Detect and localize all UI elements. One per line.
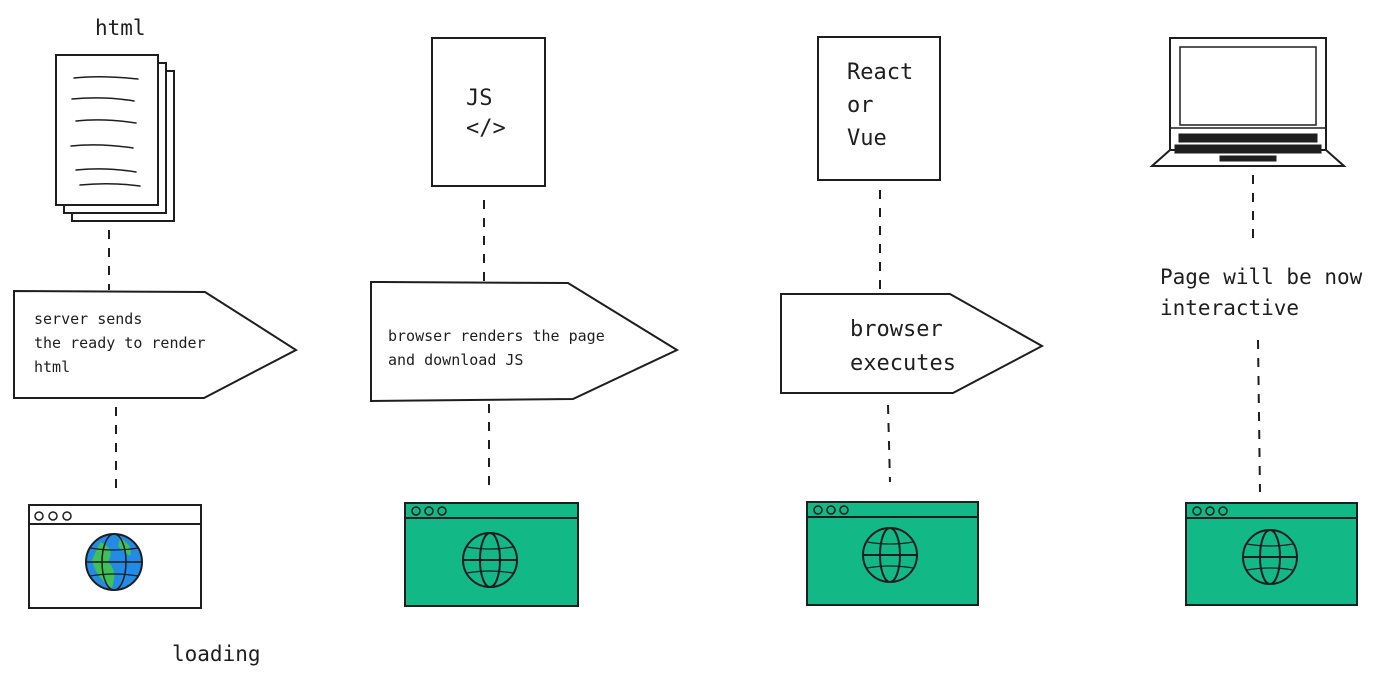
server-sends-label: server sends the ready to render html <box>34 310 206 376</box>
step-arrow-browser-renders <box>370 280 680 403</box>
browser-renders-label: browser renders the page and download JS <box>388 327 605 369</box>
globe-icon <box>862 527 918 583</box>
loading-label: loading <box>172 642 261 666</box>
globe-icon <box>462 532 518 588</box>
step-arrow-browser-executes <box>780 293 1045 394</box>
dashed-connectors <box>108 175 1261 493</box>
framework-file-icon <box>817 36 941 181</box>
browser-window-interactive <box>1185 502 1358 606</box>
react-or-vue-label: React or Vue <box>847 60 914 151</box>
html-title: html <box>95 16 146 40</box>
laptop-icon <box>1149 37 1347 167</box>
globe-icon <box>85 533 143 591</box>
browser-executes-label: browser executes <box>850 317 956 376</box>
globe-icon <box>1242 529 1298 585</box>
step-arrow-server-sends <box>13 289 298 399</box>
connector-laptop-bottom <box>1257 339 1261 493</box>
js-file-icon <box>431 37 546 187</box>
html-documents-icon <box>55 54 175 222</box>
js-title: JS <box>466 86 493 111</box>
js-code-symbol: </> <box>466 116 506 141</box>
page-interactive-label: Page will be now interactive <box>1160 265 1363 320</box>
browser-window-loading <box>28 504 202 609</box>
connector-framework-bottom <box>887 404 891 483</box>
browser-window-executing <box>806 501 979 606</box>
browser-window-rendered <box>404 502 579 607</box>
